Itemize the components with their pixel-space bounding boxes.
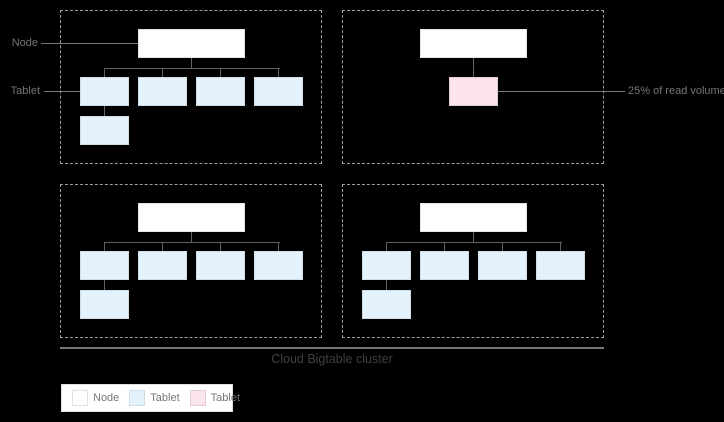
node-to-rail-line [473, 232, 474, 242]
legend-label: Tablet [210, 392, 241, 404]
rail-stub-line [220, 242, 221, 251]
legend: Node Tablet Tablet [61, 384, 240, 412]
tablet-box [138, 77, 187, 106]
cluster-zone-top-left [60, 10, 322, 164]
rail-stub-line [278, 242, 279, 251]
cluster-zone-bottom-right [342, 184, 604, 338]
cluster-zone-bottom-left [60, 184, 322, 338]
rail-stub-line [162, 68, 163, 77]
tablet-box [138, 251, 187, 280]
tablet-box [80, 77, 129, 106]
node-box [138, 29, 245, 58]
node-to-rail-line [191, 232, 192, 242]
tablet-rail-line [386, 242, 562, 243]
rail-stub-line [502, 242, 503, 251]
legend-item-node: Node [72, 390, 119, 406]
node-to-tablet-line [473, 58, 474, 77]
rail-stub-line [444, 242, 445, 251]
rail-stub-line [386, 242, 387, 251]
node-box [138, 203, 245, 232]
tablet-box [80, 251, 129, 280]
tablet-box [536, 251, 585, 280]
legend-item-tablet: Tablet [129, 390, 180, 406]
read-volume-label: 25% of read volume [628, 85, 724, 97]
read-volume-pointer-line [498, 91, 625, 92]
cluster-zone-top-right [342, 10, 604, 164]
cluster-bracket-line [60, 347, 604, 349]
tablet-chain-line [386, 280, 387, 290]
node-swatch-icon [72, 390, 88, 406]
legend-label: Node [93, 392, 120, 404]
hot-tablet-box [449, 77, 498, 106]
tablet-box [254, 77, 303, 106]
tablet-box [478, 251, 527, 280]
hot-tablet-swatch-icon [189, 390, 206, 406]
tablet-box [420, 251, 469, 280]
tablet-rail-line [104, 242, 280, 243]
rail-stub-line [104, 242, 105, 251]
rail-stub-line [278, 68, 279, 77]
cluster-caption: Cloud Bigtable cluster [271, 352, 393, 366]
tablet-pointer-line [44, 91, 80, 92]
node-box [420, 29, 527, 58]
node-pointer-label: Node [11, 37, 38, 49]
legend-label: Tablet [150, 392, 180, 404]
rail-stub-line [560, 242, 561, 251]
tablet-box [362, 251, 411, 280]
tablet-chain-line [104, 280, 105, 290]
node-pointer-line [41, 43, 138, 44]
tablet-box [362, 290, 411, 319]
legend-item-hot-tablet: Tablet [189, 390, 241, 406]
node-to-rail-line [191, 58, 192, 68]
tablet-box [196, 77, 245, 106]
tablet-chain-line [104, 106, 105, 116]
tablet-box [80, 116, 129, 145]
tablet-pointer-label: Tablet [10, 85, 40, 97]
tablet-swatch-icon [129, 390, 146, 406]
node-box [420, 203, 527, 232]
rail-stub-line [104, 68, 105, 77]
tablet-box [196, 251, 245, 280]
tablet-rail-line [104, 68, 280, 69]
tablet-box [80, 290, 129, 319]
tablet-box [254, 251, 303, 280]
rail-stub-line [220, 68, 221, 77]
rail-stub-line [162, 242, 163, 251]
